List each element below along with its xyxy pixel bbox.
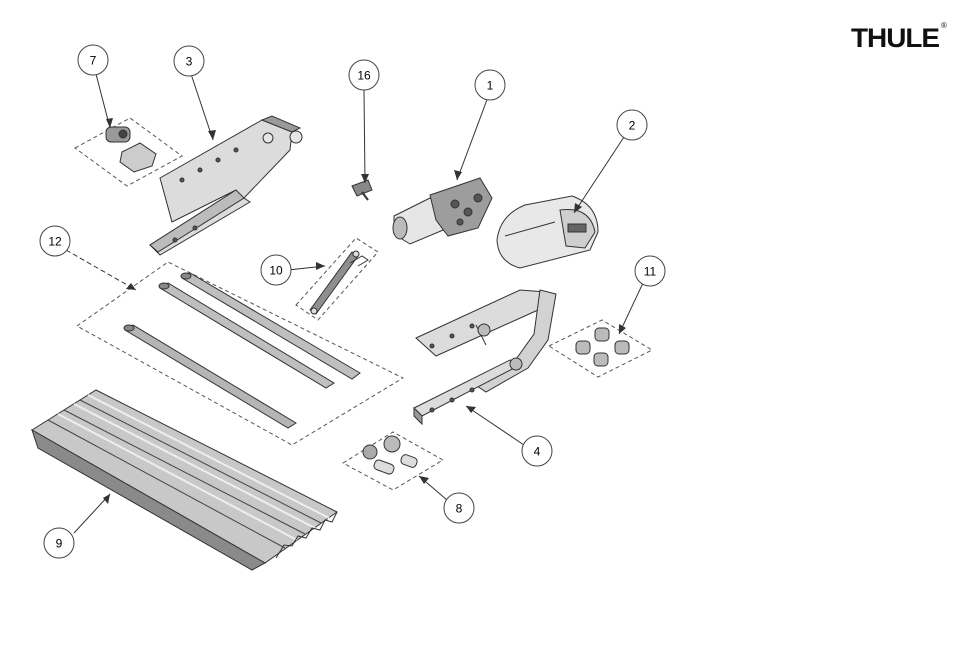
registered-mark: ® [941, 21, 947, 30]
callout-12-label: 12 [48, 235, 62, 249]
leader-line-1 [456, 96, 489, 181]
thule-logo: THULE ® [851, 21, 947, 52]
callout-11-label: 11 [644, 265, 657, 279]
leader-line-4 [465, 405, 525, 446]
group-outlines [74, 117, 654, 491]
rails-part [123, 272, 361, 429]
motor-part-1 [392, 177, 493, 245]
leader-line-12 [65, 249, 137, 291]
group-outline-12 [76, 261, 405, 446]
callout-7: 7 [77, 44, 109, 76]
group-outline-7 [74, 117, 183, 187]
callout-9-label: 9 [56, 537, 63, 551]
callout-11: 11 [634, 255, 666, 287]
leader-line-11 [618, 282, 644, 335]
callout-1: 1 [474, 69, 506, 101]
right-arm-part [413, 289, 557, 426]
leader-line-16 [363, 88, 366, 184]
callout-2: 2 [616, 109, 648, 141]
callout-10-label: 10 [269, 264, 283, 278]
callout-10: 10 [260, 254, 292, 286]
callout-1-label: 1 [487, 79, 494, 93]
group-outline-11 [547, 319, 654, 378]
callout-3-label: 3 [186, 55, 193, 69]
leader-line-2 [573, 136, 625, 214]
callout-8-label: 8 [456, 502, 463, 516]
callout-16: 16 [348, 59, 380, 91]
callout-2-label: 2 [629, 119, 636, 133]
left-bracket-part [149, 115, 303, 256]
callout-16-label: 16 [357, 69, 371, 83]
pins-part-8 [362, 435, 418, 475]
leader-line-3 [190, 73, 214, 141]
callout-9: 9 [43, 527, 75, 559]
bolt-part-16 [351, 179, 373, 201]
callout-8: 8 [443, 492, 475, 524]
callout-3: 3 [173, 45, 205, 77]
motor-cover-part-2 [496, 195, 599, 269]
gas-strut-part-10 [309, 250, 369, 315]
callout-12: 12 [39, 225, 71, 257]
group-outline-10 [295, 237, 379, 321]
bushing-parts-7 [105, 126, 157, 173]
callout-4-label: 4 [534, 445, 541, 459]
thule-logo-text: THULE [851, 23, 939, 52]
callout-7-label: 7 [90, 54, 97, 68]
leader-arrowheads [103, 118, 626, 504]
leader-line-9 [73, 493, 111, 534]
end-caps-part-11 [575, 327, 630, 367]
step-platform-part [31, 389, 338, 571]
callout-4: 4 [521, 435, 553, 467]
